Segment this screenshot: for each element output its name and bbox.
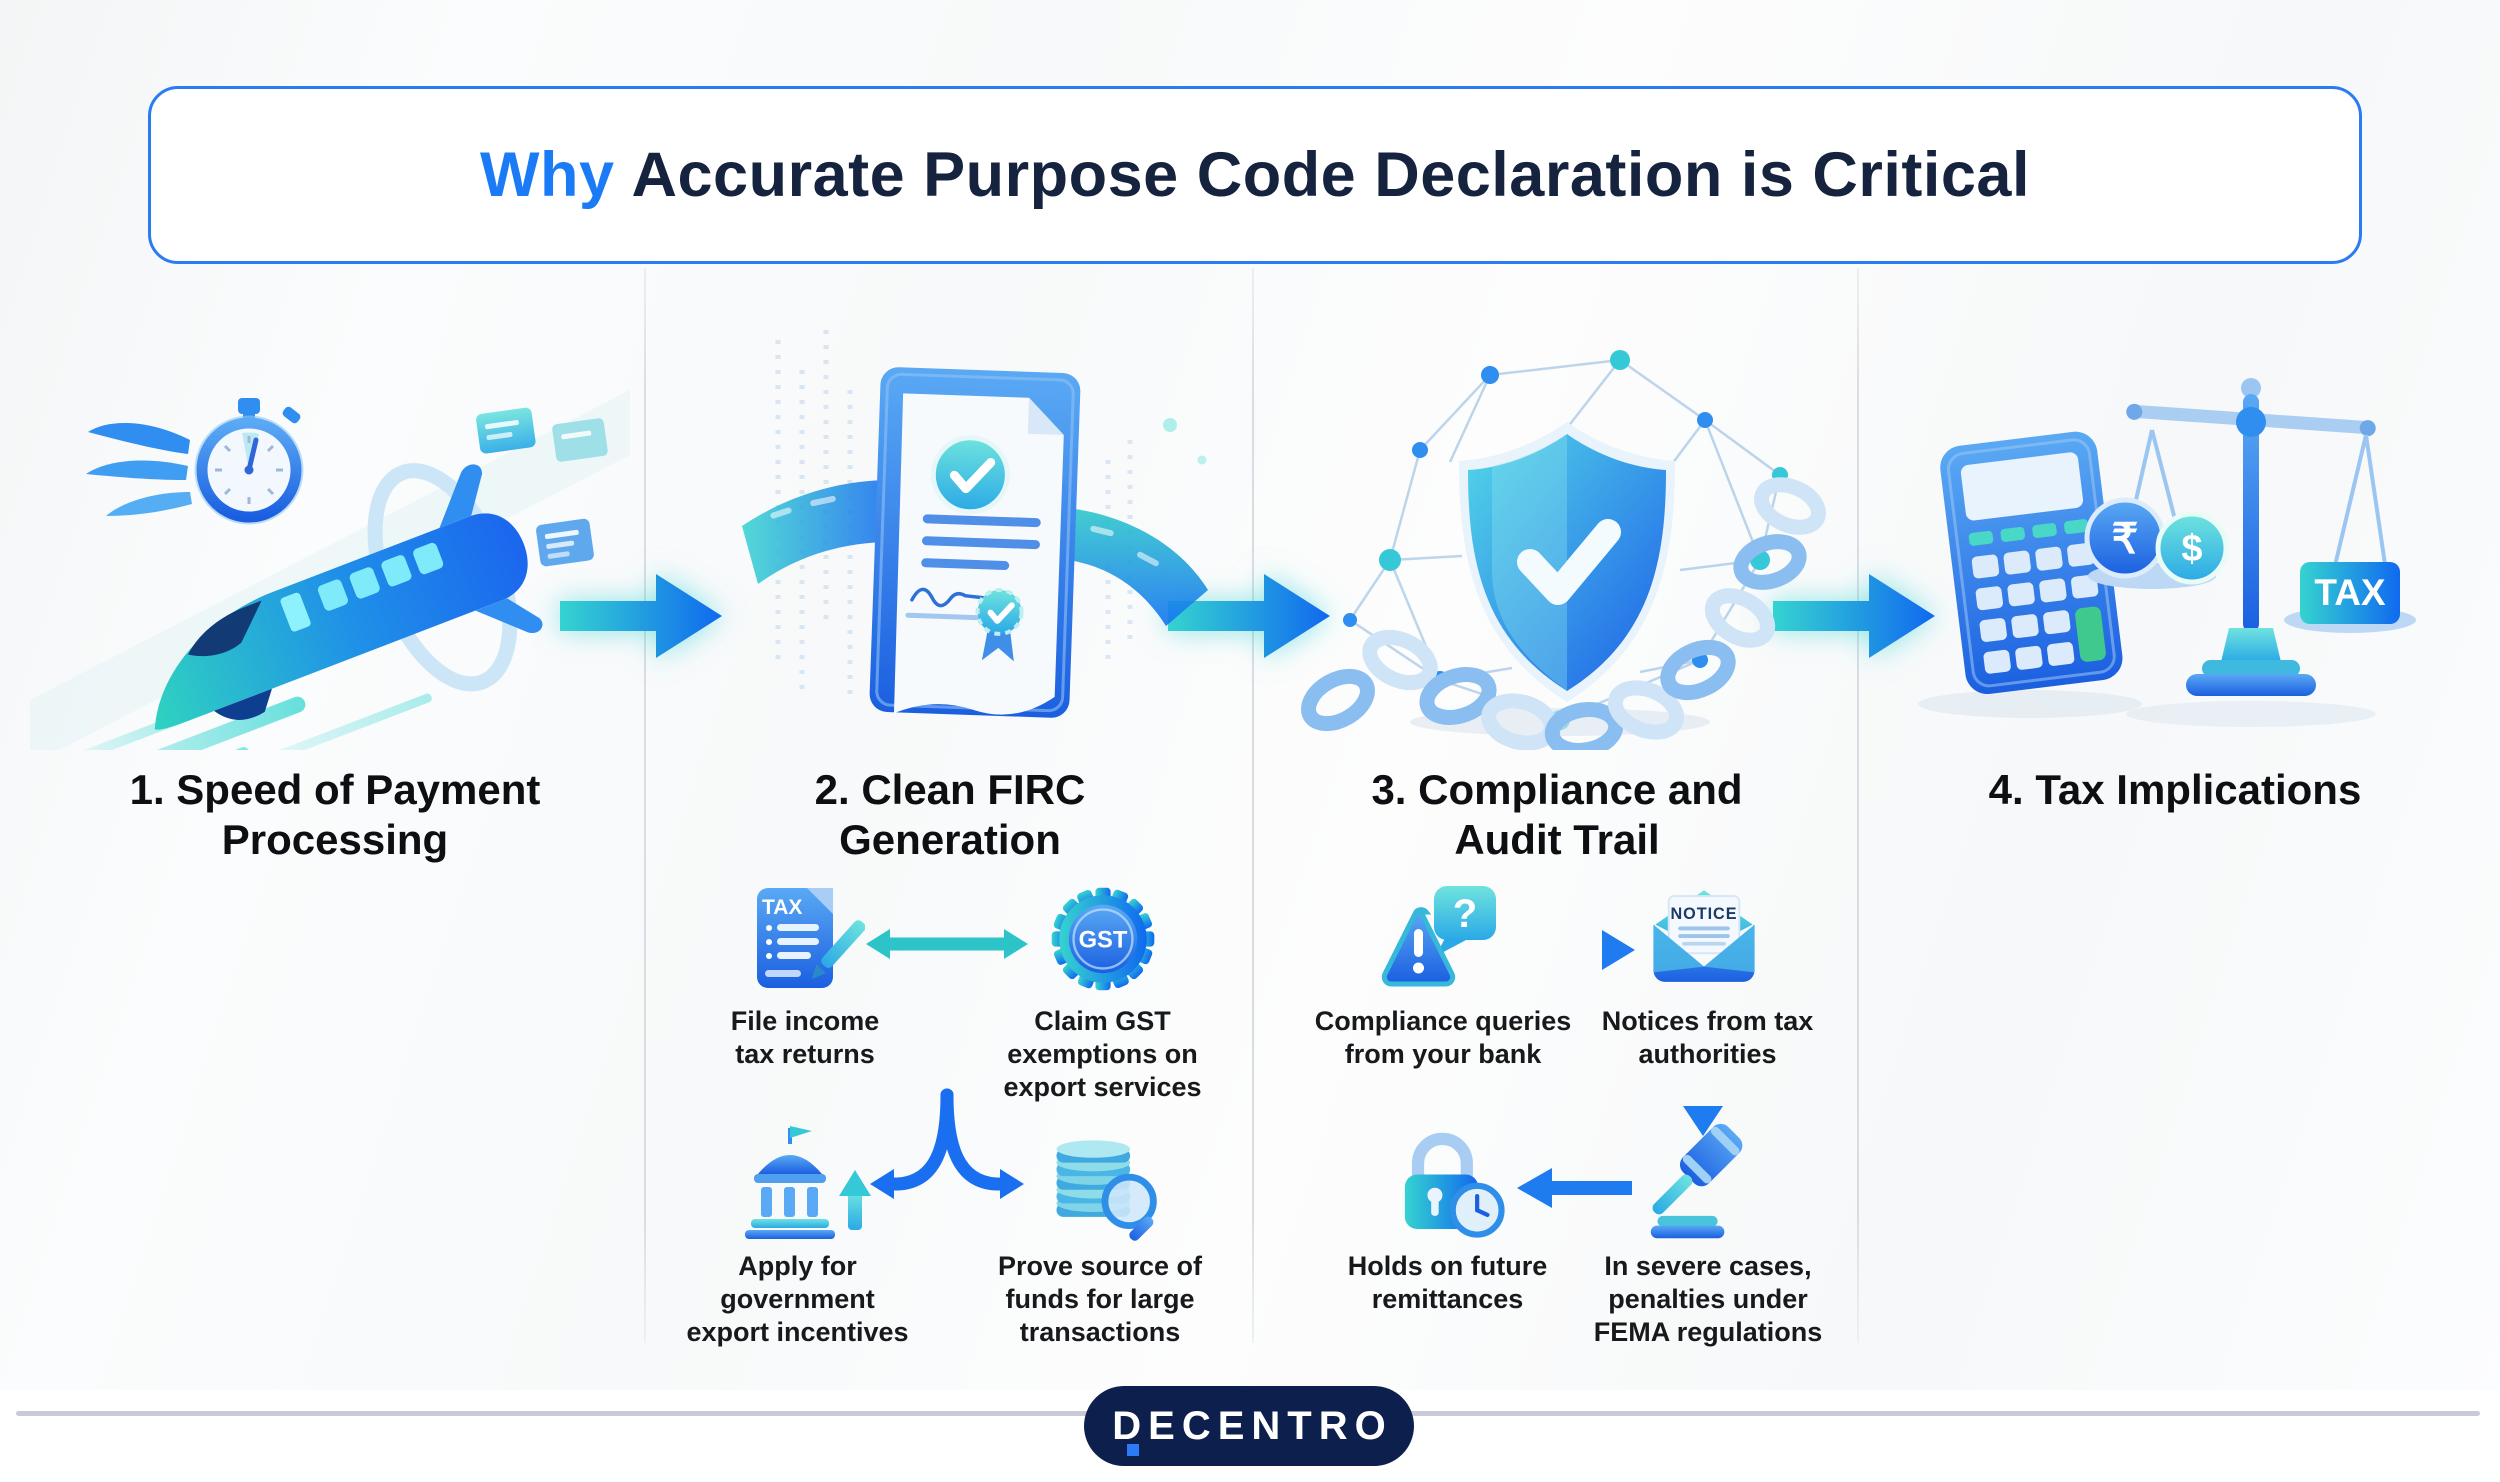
tax-document-icon: TAX	[757, 888, 865, 988]
shield-check-icon	[1459, 422, 1675, 702]
heading-step-4: 4. Tax Implications	[1988, 766, 2362, 813]
coins-magnifier-icon	[1056, 1140, 1157, 1241]
svg-text:NOTICE: NOTICE	[1671, 905, 1738, 923]
balance-scale-icon: ₹ $ TAX	[2084, 378, 2416, 696]
bullet-train-icon	[154, 464, 543, 730]
brand-dot-icon	[1127, 1444, 1139, 1456]
notice-envelope-icon: NOTICE	[1653, 890, 1755, 982]
flow-label-source-of-funds: Prove source of funds for large transact…	[997, 1251, 1203, 1347]
flow-label-remittance-holds: Holds on future remittances	[1347, 1251, 1548, 1314]
step-arrow-1-icon	[560, 574, 722, 658]
winged-stopwatch-icon	[86, 398, 304, 525]
arrow-down-icon	[1683, 1078, 1723, 1136]
brand-logo: DECENTRO	[1084, 1386, 1414, 1466]
gst-badge-icon: GST	[1051, 887, 1155, 991]
heading-step-2: 2. Clean FIRC Generation	[814, 766, 1086, 863]
rupee-coin-icon: ₹	[2112, 515, 2139, 562]
certificate-icon	[869, 367, 1081, 718]
flow-label-file-itr: File income tax returns	[730, 1006, 880, 1069]
compliance-alert-icon: ?	[1381, 886, 1496, 987]
svg-text:TAX: TAX	[762, 896, 802, 919]
currency-coins-icon: ₹ $	[2084, 497, 2229, 589]
data-ribbon-right-icon	[1068, 508, 1208, 626]
arrow-left-icon	[1517, 1168, 1632, 1208]
flow-label-gst-exemptions: Claim GST exemptions on export services	[1003, 1006, 1202, 1102]
step-arrow-2-icon	[1168, 574, 1330, 658]
dollar-coin-icon: $	[2181, 528, 2202, 570]
question-bubble-icon: ?	[1434, 886, 1496, 956]
column-divider-3	[1857, 268, 1859, 1343]
floating-cards-icon	[476, 407, 608, 567]
network-mesh-icon	[1343, 350, 1788, 730]
column-divider-1	[644, 268, 646, 1343]
chain-icon	[1301, 477, 1826, 750]
flow-label-tax-notices: Notices from tax authorities	[1601, 1006, 1814, 1069]
svg-text:GST: GST	[1079, 927, 1128, 954]
svg-text:TAX: TAX	[2314, 572, 2386, 613]
title-rest: Accurate Purpose Code Declaration is Cri…	[631, 140, 2030, 210]
svg-text:?: ?	[1453, 892, 1477, 936]
rosette-icon	[975, 587, 1024, 662]
step-arrow-3-icon	[1773, 574, 1935, 658]
up-arrow-icon	[839, 1170, 871, 1230]
heading-step-1: 1. Speed of Payment Processing	[129, 766, 541, 863]
arrow-right-icon	[1514, 930, 1635, 970]
firc-certificate-illustration	[742, 330, 1208, 718]
compliance-shield-illustration	[1301, 350, 1826, 750]
lock-clock-icon	[1404, 1132, 1505, 1238]
heading-step-3: 3. Compliance and Audit Trail	[1371, 766, 1743, 863]
data-ribbon-left-icon	[742, 480, 892, 584]
speed-train-illustration	[30, 390, 630, 750]
branch-connector-icon	[866, 855, 1028, 1199]
tax-tag-icon: TAX	[2284, 562, 2416, 633]
government-bank-icon	[745, 1126, 871, 1239]
title-highlight: Why	[480, 140, 615, 210]
flow-label-export-incentives: Apply for government export incentives	[686, 1251, 909, 1347]
tax-scale-illustration: ₹ $ TAX	[1918, 378, 2416, 727]
column-divider-2	[1252, 268, 1254, 1343]
brand-name: DECENTRO	[1112, 1403, 1393, 1448]
flow-label-bank-queries: Compliance queries from your bank	[1314, 1006, 1572, 1069]
flow-label-fema-penalties: In severe cases, penalties under FEMA re…	[1593, 1251, 1823, 1347]
warning-triangle-icon	[1381, 907, 1456, 987]
gavel-icon	[1650, 1123, 1743, 1239]
